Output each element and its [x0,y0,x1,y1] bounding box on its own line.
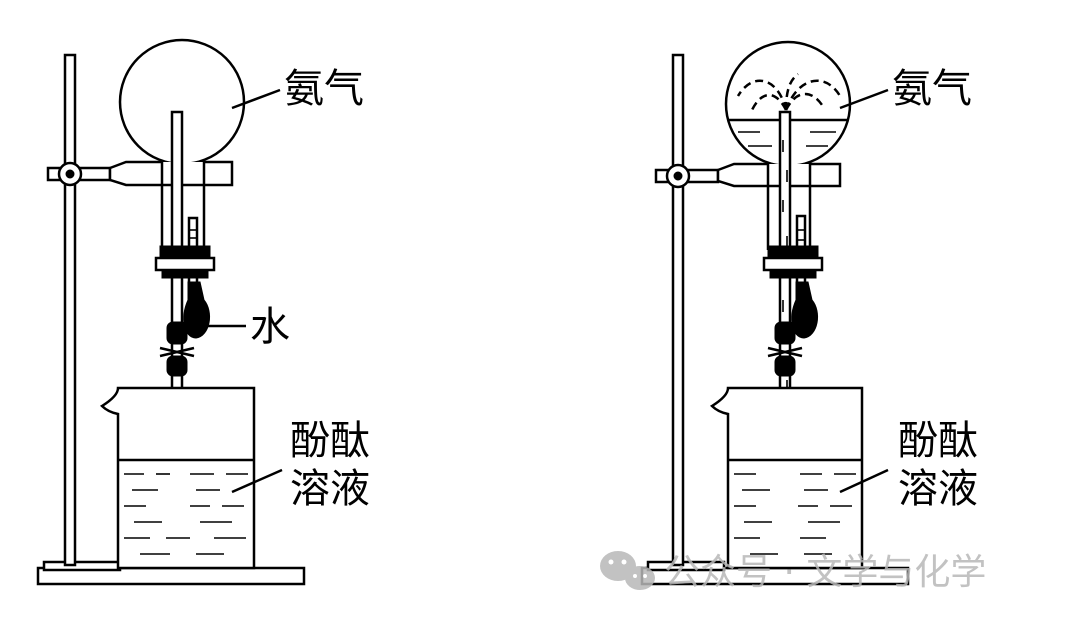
right-apparatus: 氨气 酚酞 溶液 [640,40,978,586]
left-pinch-clip [159,321,195,377]
left-flask-leader [231,88,281,110]
right-beaker-leader [839,468,889,494]
right-beaker [710,386,864,570]
right-flask-label: 氨气 [892,66,972,112]
left-flask-label: 氨气 [284,66,364,112]
right-beaker-label-line1: 酚酞 [898,418,978,464]
right-beaker-label-line2: 溶液 [898,466,978,512]
left-apparatus: 氨气 水 酚酞 溶液 [36,38,370,586]
left-stand-rod [63,53,77,567]
right-stand-rod [671,53,685,567]
left-beaker-leader [231,468,283,494]
right-flask-leader [839,88,889,110]
right-dropper-bulb [791,281,819,339]
wechat-icon [600,551,655,590]
right-clamp [654,162,842,189]
left-dropper-bulb [183,281,211,339]
fountain-spray [736,73,842,111]
left-dropper-label: 水 [250,304,290,350]
watermark-text: 公众号 · 文学与化学 [664,552,986,593]
right-pinch-clip [767,321,803,377]
watermark: 公众号 · 文学与化学 [600,551,986,593]
left-flask [118,38,246,248]
left-stopper [154,245,216,279]
left-beaker [100,386,256,570]
right-stopper [762,245,824,279]
left-beaker-label-line2: 溶液 [290,466,370,512]
left-beaker-label-line1: 酚酞 [290,418,370,464]
